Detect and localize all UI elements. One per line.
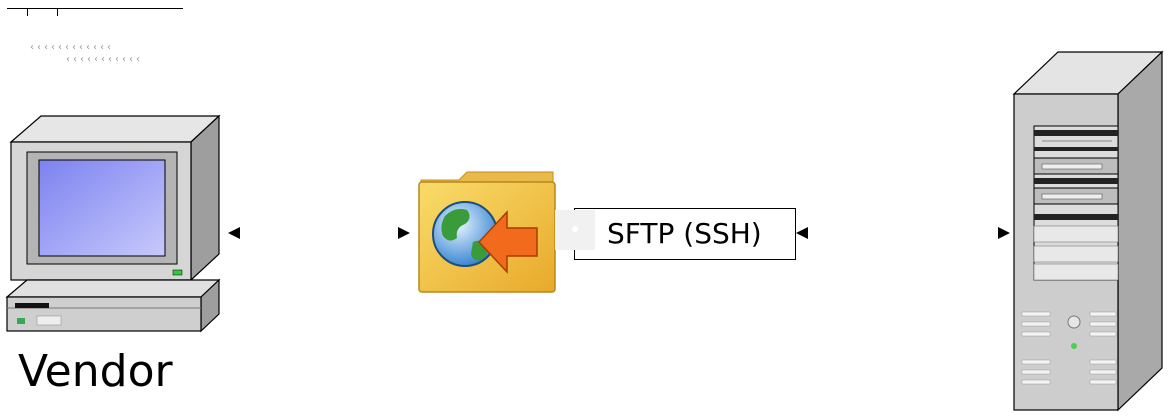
- connector-arrowhead-right: [998, 227, 1010, 239]
- tower-server-icon: [1012, 50, 1164, 412]
- chevron-pattern-icon: ‹‹‹‹‹‹‹‹‹‹‹: [66, 54, 143, 65]
- protocol-marker-icon: [555, 210, 595, 250]
- top-rule-tick: [27, 8, 28, 16]
- tower-server: [1012, 50, 1170, 418]
- connector-arrowhead-left: [228, 227, 240, 239]
- top-rule: [7, 8, 183, 9]
- top-rule-tick: [57, 8, 58, 16]
- connector-arrowhead-left: [796, 227, 808, 239]
- connector-arrowhead-right: [398, 227, 410, 239]
- vendor-computer: [5, 112, 225, 347]
- sftp-label-box: [574, 208, 796, 260]
- sftp-label: SFTP (SSH): [607, 217, 762, 250]
- folder-globe-transfer-icon: [418, 171, 556, 293]
- chevron-pattern-icon: ‹‹‹‹‹‹‹‹‹‹‹‹: [30, 42, 114, 53]
- desktop-computer-icon: [5, 114, 221, 333]
- vendor-label: Vendor: [18, 346, 173, 397]
- transfer-folder: [417, 170, 559, 301]
